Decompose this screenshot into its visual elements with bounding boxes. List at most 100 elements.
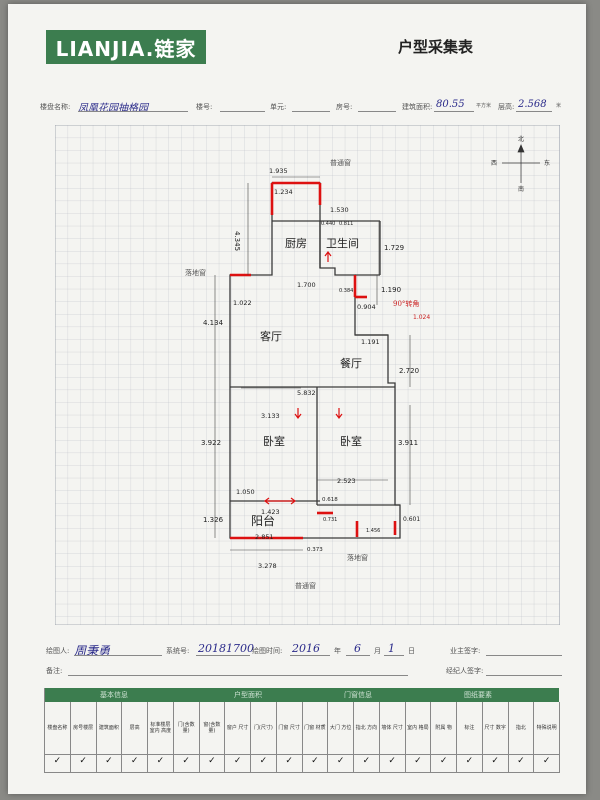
checklist-header-bar: 基本信息 户型面积 门窗信息 图纸要素 <box>44 688 559 702</box>
year-label: 年 <box>334 647 341 655</box>
room-label: 房号: <box>336 103 353 111</box>
dim-4345: 4.345 <box>233 231 241 251</box>
dim-1022: 1.022 <box>233 299 252 307</box>
checklist-column: 指北 ✓ <box>509 702 535 773</box>
checkmark-icon: ✓ <box>542 756 551 766</box>
checkmark-icon: ✓ <box>53 756 62 766</box>
checklist-item-label: 室内 格局 <box>407 725 429 731</box>
area-value: 80.55 <box>436 99 465 110</box>
checklist-column: 尺寸 数字 ✓ <box>483 702 509 773</box>
room-bed-left: 卧室 <box>263 434 285 448</box>
group-area: 户型面积 <box>234 691 262 699</box>
compass-south: 南 <box>518 185 524 193</box>
compass-east: 东 <box>544 159 550 167</box>
date-month: 6 <box>354 642 361 655</box>
lianjia-logo: LIANJIA.链家 <box>46 30 206 64</box>
checkmark-icon: ✓ <box>491 756 499 766</box>
checklist-column: 楼盘名称✓ <box>45 702 71 773</box>
checklist-item-label: 墙体 尺寸 <box>381 725 403 731</box>
dim-2720: 2.720 <box>399 367 419 375</box>
sheet-header: LIANJIA.链家 户型采集表 <box>46 30 550 80</box>
dim-1530: 1.530 <box>330 206 349 214</box>
checkmark-icon: ✓ <box>182 756 190 766</box>
dim-0373: 0.373 <box>307 547 323 553</box>
checklist-item-label: 窗(含数量) <box>203 722 221 734</box>
owner-label: 业主签字: <box>450 647 481 655</box>
checklist-column: 门(尺寸)✓ <box>251 702 277 773</box>
drawer-label: 绘图人: <box>46 647 70 655</box>
dim-1190: 1.190 <box>381 286 401 294</box>
dim-3278: 3.278 <box>258 562 277 570</box>
checklist-item-label: 附属 物 <box>435 725 452 731</box>
compass-north: 北 <box>518 135 524 143</box>
checklist-row-divider <box>45 754 560 755</box>
sheet-footer: 绘图人: 周秉勇 系统号: 20181700 绘图时间: 2016 年 6 月 … <box>46 642 566 682</box>
unit-label: 单元: <box>270 103 287 111</box>
dim-1423: 1.423 <box>261 508 280 516</box>
day-line <box>384 645 404 656</box>
checklist-item-label: 门窗 材质 <box>304 725 326 731</box>
checklist-item-label: 窗户 尺寸 <box>226 725 249 731</box>
checklist-item-label: 大门 方位 <box>329 725 352 731</box>
checkmark-icon: ✓ <box>336 756 345 766</box>
checklist-column: 大门 方位 ✓ <box>328 702 354 773</box>
area-line <box>434 101 474 112</box>
room-kitchen: 厨房 <box>285 237 307 250</box>
checklist-column: 层高 ✓ <box>122 702 148 773</box>
checklist-item-label: 尺寸 数字 <box>484 725 506 731</box>
dim-1326: 1.326 <box>203 516 224 524</box>
compass-icon <box>502 144 540 183</box>
dim-0731: 0.731 <box>323 517 337 523</box>
room-line <box>358 101 396 112</box>
area-unit: 平方米 <box>476 103 492 109</box>
checkmark-icon: ✓ <box>208 756 216 766</box>
info-row: 楼盘名称: 凤凰花园抽格园 楼号: 单元: 房号: 建筑面积: 80.55 平方… <box>40 99 570 115</box>
height-label: 层高: <box>498 103 515 111</box>
dim-0811: 0.811 <box>339 221 353 227</box>
dim-2851: 2.851 <box>255 533 274 541</box>
survey-sheet: LIANJIA.链家 户型采集表 楼盘名称: 凤凰花园抽格园 楼号: 单元: 房… <box>8 4 586 794</box>
note-left-window: 落地窗 <box>185 268 206 277</box>
checkmark-icon: ✓ <box>517 756 525 766</box>
community-label: 楼盘名称: <box>40 103 71 111</box>
checklist-item-label: 标准楼层 室内 高度 <box>149 722 172 734</box>
checklist-table: 基本信息 户型面积 门窗信息 图纸要素 楼盘名称✓房号楼层✓建筑面积✓层高✓标准… <box>44 688 560 773</box>
dim-3911: 3.911 <box>398 439 418 447</box>
dim-5832: 5.832 <box>297 389 316 397</box>
agent-label: 经纪人签字: <box>446 667 484 675</box>
checkmark-icon: ✓ <box>285 756 293 766</box>
note-top-window: 普通窗 <box>330 158 351 167</box>
dim-2523: 2.523 <box>337 477 356 485</box>
checkmark-icon: ✓ <box>105 756 113 766</box>
group-doors: 门窗信息 <box>344 691 372 699</box>
community-value: 凤凰花园抽格园 <box>78 103 148 114</box>
checkmark-icon: ✓ <box>439 756 448 766</box>
checklist-item-label: 层高 <box>129 725 140 731</box>
group-basic: 基本信息 <box>100 691 128 699</box>
door-arrows <box>264 251 343 505</box>
checklist-item-label: 指北 <box>515 725 526 731</box>
area-label: 建筑面积: <box>402 103 433 111</box>
checklist-column: 指北 方向✓ <box>354 702 380 773</box>
dim-1024: 1.024 <box>413 314 430 321</box>
agent-line <box>486 665 562 676</box>
room-bath: 卫生间 <box>326 236 359 250</box>
window-marks <box>230 181 397 540</box>
dim-1456: 1.456 <box>366 528 380 534</box>
dim-4134: 4.134 <box>203 319 224 327</box>
checklist-item-label: 特殊说明 <box>536 725 557 731</box>
checkmark-icon: ✓ <box>130 756 139 766</box>
dimension-lines <box>214 176 411 551</box>
dim-1191: 1.191 <box>361 338 380 346</box>
checkmark-icon: ✓ <box>311 756 319 766</box>
dim-0440: 0.440 <box>321 221 335 227</box>
checkmark-icon: ✓ <box>259 756 268 766</box>
checklist-item-label: 标注 <box>464 725 475 731</box>
note-corner-angle: 90°转角 <box>393 299 419 308</box>
height-unit: 米 <box>556 103 562 109</box>
checklist-column: 室内 格局✓ <box>406 702 432 773</box>
checklist-item-label: 建筑面积 <box>98 725 119 731</box>
dim-1700: 1.700 <box>297 281 316 289</box>
remark-label: 备注: <box>46 667 63 675</box>
drawer-line <box>74 645 162 656</box>
